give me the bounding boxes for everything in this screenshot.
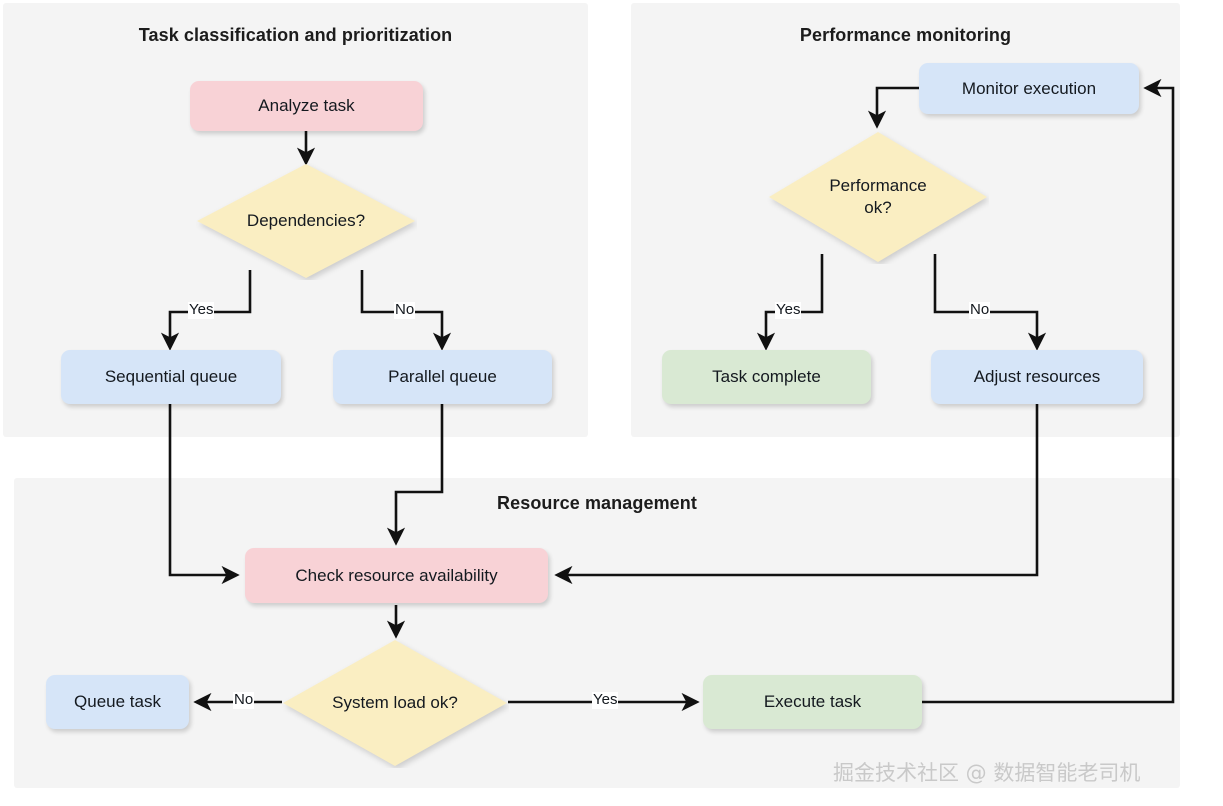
node-label-sequential-queue: Sequential queue (104, 367, 238, 387)
edge-label-system-load-yes: Yes (592, 691, 619, 709)
node-label-execute-task: Execute task (763, 692, 862, 712)
node-system-load-ok[interactable]: System load ok? (281, 638, 509, 768)
node-label-parallel-queue: Parallel queue (388, 367, 497, 387)
node-parallel-queue[interactable]: Parallel queue (333, 350, 552, 404)
panel-title-task-classification: Task classification and prioritization (138, 25, 453, 45)
node-sequential-queue[interactable]: Sequential queue (61, 350, 281, 404)
watermark-text: 掘金技术社区 @ 数据智能老司机 (833, 761, 1141, 785)
node-label-check-resource-availability: Check resource availability (295, 565, 498, 585)
edge-label-dependencies-yes: Yes (188, 301, 215, 319)
edge-label-dependencies-no: No (394, 301, 416, 319)
panel-title-performance-monitoring: Performance monitoring (799, 25, 1012, 45)
diamond-shape-performance-ok (769, 132, 987, 262)
node-check-resource-availability[interactable]: Check resource availability (245, 548, 548, 603)
edge-label-system-load-no: No (233, 691, 255, 709)
node-adjust-resources[interactable]: Adjust resources (931, 350, 1143, 404)
node-task-complete[interactable]: Task complete (662, 350, 871, 404)
node-monitor-execution[interactable]: Monitor execution (919, 63, 1139, 114)
node-label-adjust-resources: Adjust resources (973, 367, 1101, 387)
node-dependencies[interactable]: Dependencies? (195, 162, 417, 280)
node-label-queue-task: Queue task (74, 692, 161, 712)
panel-title-resource-management: Resource management (497, 493, 697, 513)
node-label-monitor-execution: Monitor execution (961, 78, 1097, 98)
panel-resource-management: Resource management (14, 478, 1180, 788)
node-execute-task[interactable]: Execute task (703, 675, 922, 729)
diamond-shape-system-load-ok (283, 640, 507, 766)
node-performance-ok[interactable]: Performance ok? (767, 130, 989, 264)
diamond-shape-dependencies (197, 164, 415, 278)
node-label-analyze-task: Analyze task (258, 96, 355, 116)
node-analyze-task[interactable]: Analyze task (190, 81, 423, 131)
node-queue-task[interactable]: Queue task (46, 675, 189, 729)
node-label-task-complete: Task complete (712, 367, 821, 387)
edge-label-performance-yes: Yes (775, 301, 802, 319)
edge-label-performance-no: No (969, 301, 991, 319)
